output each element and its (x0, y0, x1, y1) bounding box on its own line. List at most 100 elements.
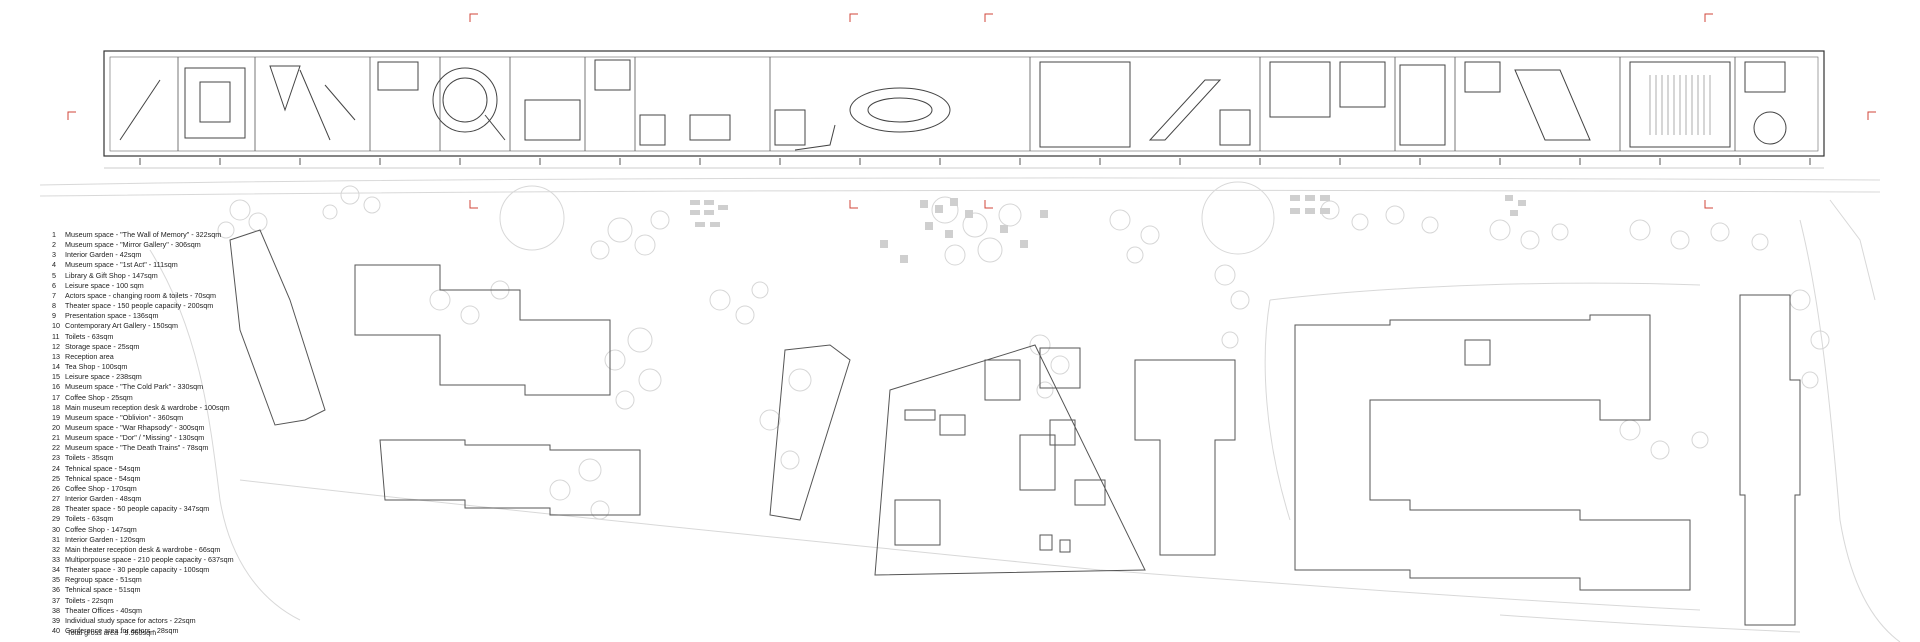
legend-text: Multiporpouse space - 210 people capacit… (65, 555, 234, 564)
legend-text: Tehnical space - 54sqm (65, 473, 141, 483)
legend-text: Actors space - changing room & toilets -… (65, 290, 217, 300)
legend-number: 31 (52, 534, 60, 544)
tree-clusters (217, 185, 1830, 520)
legend-text: Toilets - 35sqm (65, 453, 114, 463)
legend-item: 21 Museum space - "Dor" / "Missing" - 130… (52, 433, 352, 443)
legend-text: Regroup space - 51sqm (65, 575, 142, 585)
legend-item: 32 Main theater reception desk & wardrobe… (52, 545, 352, 555)
legend-number: 24 (52, 463, 60, 473)
legend-text: Theater space - 150 people capacity - 20… (65, 301, 214, 311)
legend-text: Storage space - 25sqm (65, 341, 140, 351)
legend-number: 17 (52, 392, 60, 402)
legend-number: 29 (52, 514, 60, 524)
legend-text: Conference area for actors - 28sqm (65, 626, 179, 636)
legend-item: 16 Museum space - "The Cold Park" - 330sq… (52, 382, 352, 392)
surrounding-buildings (229, 229, 1801, 626)
legend-text: Interior Garden - 42sqm (65, 250, 142, 260)
legend-item: 3 Interior Garden - 42sqm (52, 250, 352, 260)
legend-item: 22 Museum space - "The Death Trains" - 78… (52, 443, 352, 453)
legend-text: Coffee Shop - 147sqm (65, 524, 137, 534)
legend-number: 14 (52, 362, 60, 372)
total-gross-area: Total gross area - 9.960sqm (67, 628, 157, 637)
legend-item: 6 Leisure space - 100 sqm (52, 281, 352, 291)
legend-text: Contemporary Art Gallery - 150sqm (65, 321, 179, 331)
legend-item: 23 Toilets - 35sqm (52, 453, 352, 463)
legend-text: Museum space - "Dor" / "Missing" - 130sq… (65, 433, 205, 443)
legend-item: 20 Museum space - "War Rhapsody" - 300sqm (52, 423, 352, 433)
legend-number: 21 (52, 433, 60, 443)
legend-item: 15 Leisure space - 238sqm (52, 372, 352, 382)
legend-number: 18 (52, 402, 60, 412)
legend-text: Museum space - "1st Act" - 111sqm (65, 260, 178, 270)
legend-number: 15 (52, 372, 60, 382)
legend-text: Coffee Shop - 25sqm (65, 392, 133, 402)
legend-number: 10 (52, 321, 60, 331)
legend-number: 20 (52, 422, 60, 432)
legend-item: 12 Storage space - 25sqm (52, 342, 352, 352)
legend-text: Reception area (65, 351, 114, 361)
legend-number: 25 (52, 473, 60, 483)
legend-text: Presentation space - 136sqm (65, 311, 159, 321)
legend-number: 12 (52, 341, 60, 351)
legend-number: 2 (52, 240, 56, 250)
legend-item: 14 Tea Shop - 100sqm (52, 362, 352, 372)
street-lines (39, 177, 1901, 642)
legend-number: 3 (52, 250, 56, 260)
legend-text: Museum space - "The Cold Park" - 330sqm (65, 382, 204, 392)
legend-number: 38 (52, 605, 60, 615)
legend-number: 9 (52, 311, 56, 321)
legend-number: 23 (52, 453, 60, 463)
legend-text: Toilets - 22sqm (65, 595, 114, 605)
legend-text: Individual study space for actors - 22sq… (65, 615, 196, 625)
legend-number: 6 (52, 280, 56, 290)
legend-item: 33 Multiporpouse space - 210 people capac… (52, 555, 352, 565)
legend-text: Tehnical space - 54sqm (65, 463, 141, 473)
legend-number: 19 (52, 412, 60, 422)
legend-item: 1 Museum space - "The Wall of Memory" - 3… (52, 230, 352, 240)
legend-item: 2 Museum space - "Mirror Gallery" - 306sq… (52, 240, 352, 250)
legend-number: 16 (52, 382, 60, 392)
legend-item: 35 Regroup space - 51sqm (52, 575, 352, 585)
legend-number: 22 (52, 443, 60, 453)
legend-text: Museum space - "Mirror Gallery" - 306sqm (65, 240, 201, 250)
legend-number: 5 (52, 270, 56, 280)
legend-number: 33 (52, 555, 60, 564)
legend-text: Toilets - 63sqm (65, 514, 114, 524)
legend-item: 39 Individual study space for actors - 22… (52, 616, 352, 626)
legend-text: Tea Shop - 100sqm (65, 362, 128, 372)
legend-text: Interior Garden - 48sqm (65, 494, 142, 504)
legend-number: 39 (52, 615, 60, 625)
legend-number: 30 (52, 524, 60, 534)
legend-number: 27 (52, 494, 60, 504)
legend-number: 1 (52, 230, 56, 239)
legend-number: 35 (52, 575, 60, 585)
legend-item: 37 Toilets - 22sqm (52, 596, 352, 606)
legend-number: 11 (52, 331, 60, 341)
legend-text: Leisure space - 100 sqm (65, 280, 144, 290)
legend-text: Museum space - "War Rhapsody" - 300sqm (65, 422, 205, 432)
legend-text: Museum space - "The Death Trains" - 78sq… (65, 443, 209, 453)
legend-item: 17 Coffee Shop - 25sqm (52, 393, 352, 403)
legend-item: 29 Toilets - 63sqm (52, 514, 352, 524)
legend-number: 34 (52, 565, 60, 575)
legend-text: Main theater reception desk & wardrobe -… (65, 544, 221, 554)
legend-number: 32 (52, 544, 60, 554)
legend-number: 37 (52, 595, 60, 605)
legend-item: 27 Interior Garden - 48sqm (52, 494, 352, 504)
legend-text: Leisure space - 238sqm (65, 372, 142, 382)
legend-text: Coffee Shop - 170sqm (65, 483, 137, 493)
legend-number: 28 (52, 504, 60, 514)
legend-text: Museum space - "The Wall of Memory" - 32… (65, 230, 222, 239)
